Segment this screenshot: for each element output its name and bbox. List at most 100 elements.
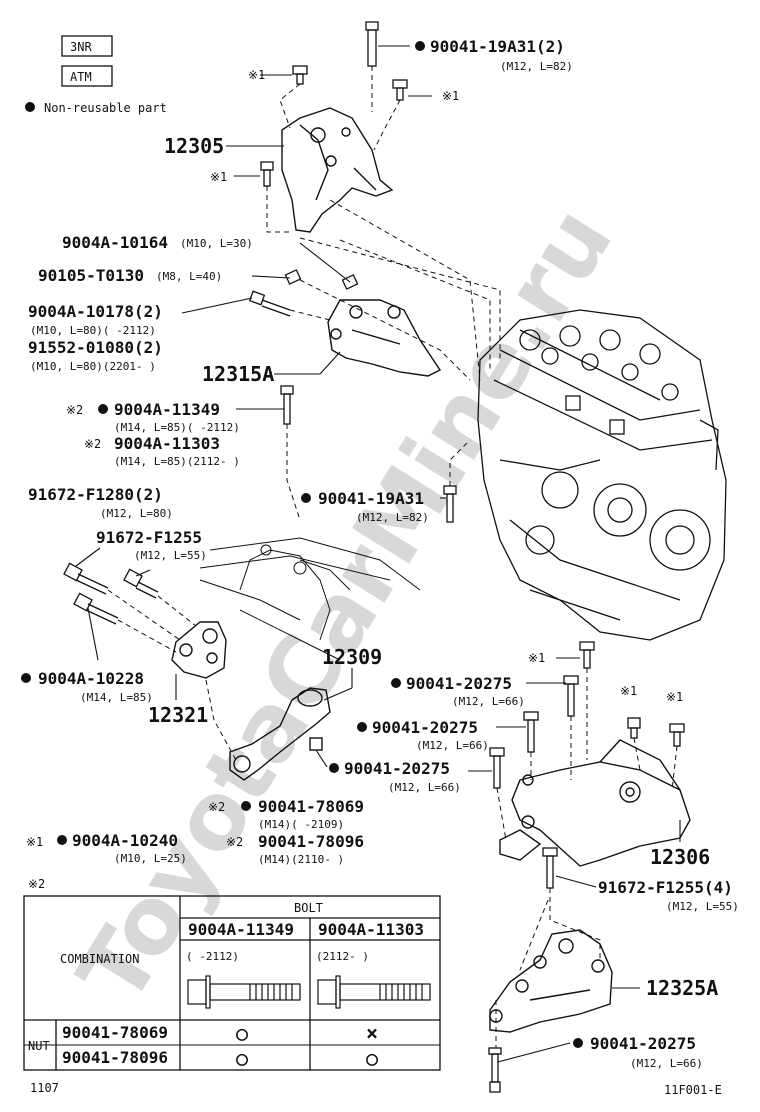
trans-tag-box (61, 65, 113, 87)
bolt-mid-drawings (248, 269, 457, 523)
bracket-12325A-drawing (489, 929, 613, 1033)
label-x2c: ※2 (208, 800, 225, 814)
bolt-2-icon (317, 975, 431, 1009)
label-p18-spec: (M12, L=55) (666, 900, 739, 913)
label-x1a: ※1 (248, 68, 265, 82)
non-reusable-dot-icon (57, 835, 67, 845)
label-p15: 90041-78069 (258, 797, 364, 816)
label-12309: 12309 (322, 645, 382, 669)
engine-mount-12306-drawing (499, 739, 691, 867)
label-x2a: ※2 (66, 403, 83, 417)
label-12315A: 12315A (202, 362, 274, 386)
bolt-right-drawings (488, 641, 685, 1093)
label-p5-spec: (M10, L=80)(2201- ) (30, 360, 156, 373)
label-p2-spec: (M10, L=30) (180, 237, 253, 250)
engine-mount-12305-drawing (281, 107, 394, 233)
footer-right: 11F001-E (664, 1083, 722, 1097)
label-x1f: ※1 (666, 690, 683, 704)
label-p1-spec: (M12, L=82) (500, 60, 573, 73)
label-p3: 90105-T0130 (38, 266, 144, 285)
dash-lines-right (495, 668, 678, 1048)
label-p5: 91552-01080(2) (28, 338, 163, 357)
bracket-12321-drawing (171, 621, 227, 679)
table-row1-col1: ○ (236, 1021, 248, 1045)
dash-lines-left (107, 589, 237, 761)
engine-tag-box (61, 35, 113, 57)
leader-lines (75, 45, 681, 1063)
non-reusable-dot-icon (241, 801, 251, 811)
table-col2-spec: (2112- ) (316, 950, 369, 963)
non-reusable-dot-icon (301, 493, 311, 503)
table-row2: 90041-78096 (62, 1048, 168, 1067)
label-x1e: ※1 (620, 684, 637, 698)
label-p7: 9004A-11303 (114, 434, 220, 453)
label-x1g: ※1 (26, 835, 43, 849)
label-p11-spec: (M14, L=85) (80, 691, 153, 704)
label-p13-spec: (M12, L=66) (416, 739, 489, 752)
label-p8-spec: (M12, L=80) (100, 507, 173, 520)
bracket-12315A-drawing (327, 299, 442, 377)
label-p4-spec: (M10, L=80)( -2112) (30, 324, 156, 337)
label-p2: 9004A-10164 (62, 233, 168, 252)
legend-text: Non-reusable part (44, 101, 167, 115)
label-12321: 12321 (148, 703, 208, 727)
bolt-left-drawings (63, 562, 159, 625)
non-reusable-dot-icon (98, 404, 108, 414)
bolt-top-drawings (260, 21, 408, 187)
label-p7-spec: (M14, L=85)(2112- ) (114, 455, 240, 468)
label-p10: 90041-19A31 (318, 489, 424, 508)
label-p13: 90041-20275 (372, 718, 478, 737)
non-reusable-dot-icon (21, 673, 31, 683)
label-p11: 9004A-10228 (38, 669, 144, 688)
label-p17: 9004A-10240 (72, 831, 178, 850)
dash-lines-mid (286, 199, 501, 521)
table-row2-col2: ○ (366, 1046, 378, 1070)
table-col1-spec: ( -2112) (186, 950, 239, 963)
frame-sketch-drawing (199, 537, 421, 661)
label-x1c: ※1 (210, 170, 227, 184)
table-row2-col1: ○ (236, 1046, 248, 1070)
trans-tag: ATM (70, 70, 92, 84)
table-col1: 9004A-11349 (188, 920, 294, 939)
dash-lines-top (266, 66, 401, 233)
label-p19-spec: (M12, L=66) (630, 1057, 703, 1070)
label-p17-spec: (M10, L=25) (114, 852, 187, 865)
non-reusable-dot-icon (573, 1038, 583, 1048)
footer-left: 1107 (30, 1081, 59, 1095)
label-12306: 12306 (650, 845, 710, 869)
label-x2d: ※2 (226, 835, 243, 849)
label-12325A: 12325A (646, 976, 718, 1000)
label-p12: 90041-20275 (406, 674, 512, 693)
non-reusable-dot-icon (25, 102, 35, 112)
table-nut: NUT (28, 1039, 50, 1053)
table-row1-col2: × (366, 1021, 378, 1045)
label-x2b: ※2 (84, 437, 101, 451)
combination-table (23, 895, 441, 1071)
table-row1: 90041-78069 (62, 1023, 168, 1042)
bolt-1-icon (187, 975, 301, 1009)
non-reusable-dot-icon (415, 41, 425, 51)
label-12305: 12305 (164, 134, 224, 158)
label-p8: 91672-F1280(2) (28, 485, 163, 504)
non-reusable-dot-icon (329, 763, 339, 773)
non-reusable-dot-icon (357, 722, 367, 732)
label-p9-spec: (M12, L=55) (134, 549, 207, 562)
label-p18: 91672-F1255(4) (598, 878, 733, 897)
engine-block-drawing (477, 309, 727, 641)
label-p9: 91672-F1255 (96, 528, 202, 547)
label-p10-spec: (M12, L=82) (356, 511, 429, 524)
label-p16: 90041-78096 (258, 832, 364, 851)
label-p6: 9004A-11349 (114, 400, 220, 419)
table-combination: COMBINATION (60, 952, 139, 966)
label-p16-spec: (M14)(2110- ) (258, 853, 344, 866)
label-p6-spec: (M14, L=85)( -2112) (114, 421, 240, 434)
label-p19: 90041-20275 (590, 1034, 696, 1053)
non-reusable-dot-icon (391, 678, 401, 688)
table-col2: 9004A-11303 (318, 920, 424, 939)
label-p14: 90041-20275 (344, 759, 450, 778)
label-p12-spec: (M12, L=66) (452, 695, 525, 708)
engine-tag: 3NR (70, 40, 92, 54)
table-bolt-header: BOLT (294, 901, 323, 915)
label-x1d: ※1 (528, 651, 545, 665)
